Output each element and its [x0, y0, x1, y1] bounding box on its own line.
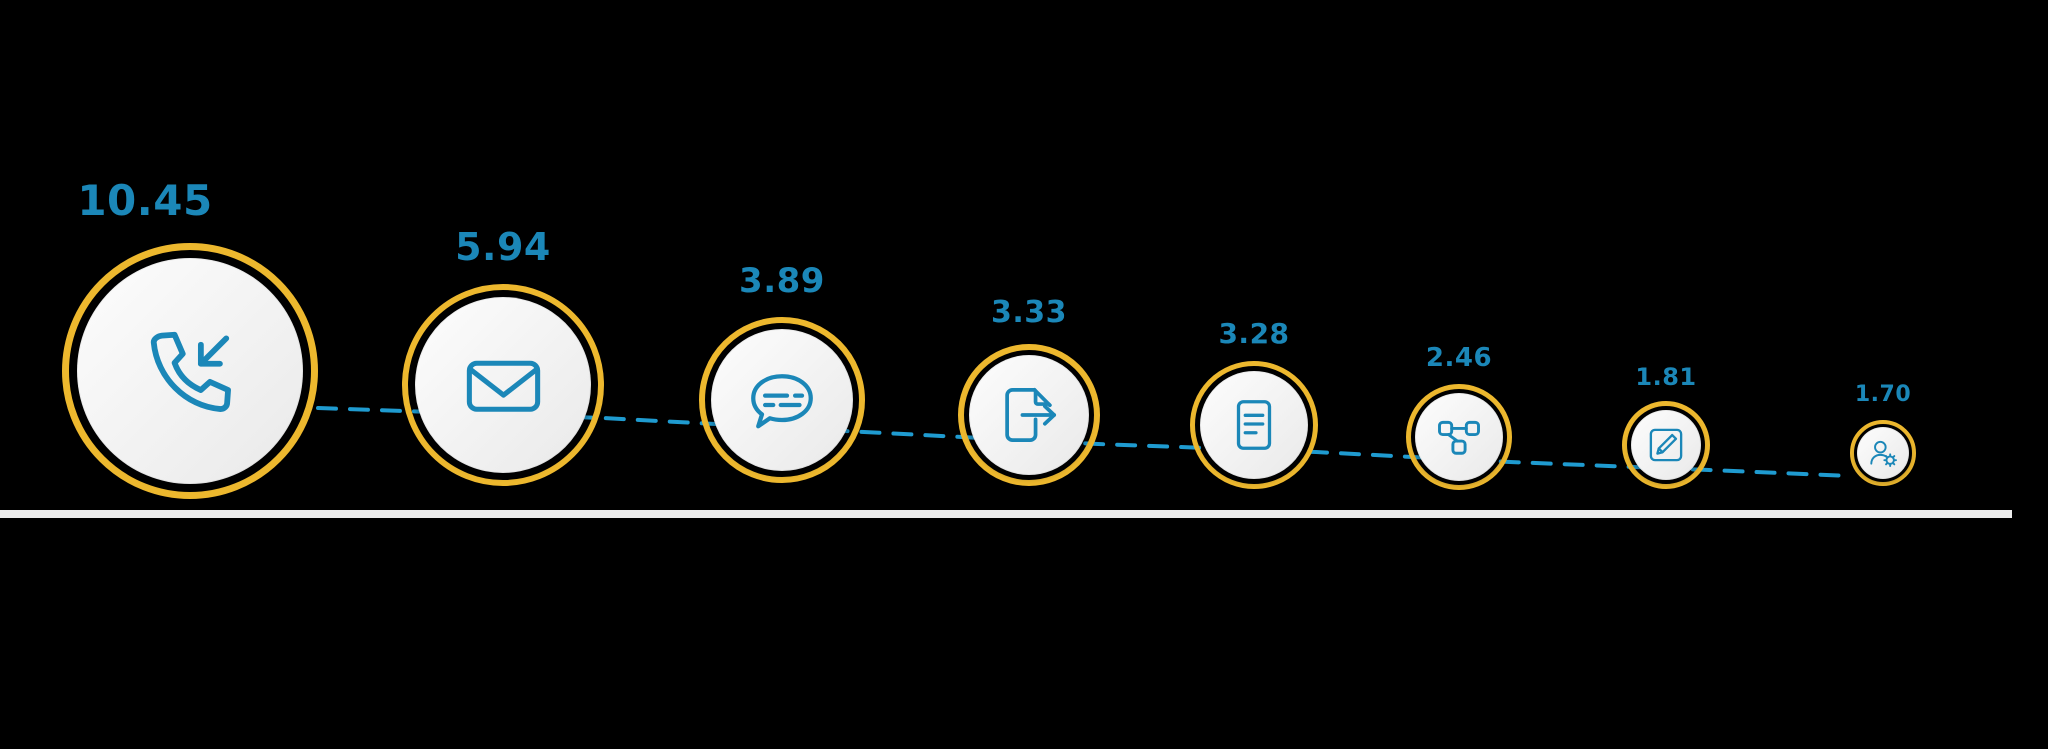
bubble-ring — [62, 243, 318, 499]
bubble-pencil-edit[interactable] — [1622, 401, 1710, 489]
bubble-ring — [699, 317, 865, 483]
bubble-chat-bubble[interactable] — [699, 317, 865, 483]
bubble-ring — [1850, 420, 1916, 486]
chat-bubble-icon — [742, 360, 822, 440]
bubble-value-label: 1.70 — [1854, 382, 1912, 407]
bubble-ring — [1406, 384, 1512, 490]
bubble-sitemap[interactable] — [1406, 384, 1512, 490]
bubble-disc — [1857, 427, 1909, 479]
document-export-icon — [994, 380, 1064, 450]
bubble-envelope[interactable] — [402, 284, 604, 486]
baseline-axis — [0, 510, 2012, 518]
bubble-value-label: 1.81 — [1635, 363, 1697, 391]
bubble-user-settings[interactable] — [1850, 420, 1916, 486]
bubble-value-label: 3.28 — [1218, 317, 1290, 350]
bubble-value-label: 5.94 — [455, 225, 551, 269]
phone-incoming-icon — [132, 313, 248, 429]
bubble-disc — [711, 329, 853, 471]
bubble-ring — [1190, 361, 1318, 489]
document-lines-icon — [1223, 394, 1285, 456]
pencil-edit-icon — [1644, 423, 1688, 467]
envelope-icon — [456, 338, 551, 433]
bubble-disc — [1415, 393, 1503, 481]
bubble-disc — [1631, 410, 1701, 480]
bubble-disc — [415, 297, 591, 473]
bubble-ring — [958, 344, 1100, 486]
bubble-ring — [402, 284, 604, 486]
bubble-disc — [969, 355, 1089, 475]
bubble-ring — [1622, 401, 1710, 489]
bubble-value-label: 2.46 — [1425, 343, 1493, 373]
bubble-value-label: 3.33 — [990, 295, 1068, 330]
bubble-document-export[interactable] — [958, 344, 1100, 486]
bubble-phone-incoming[interactable] — [62, 243, 318, 499]
bubble-value-label: 10.45 — [77, 176, 213, 225]
bubble-disc — [1200, 371, 1308, 479]
bubble-disc — [77, 258, 303, 484]
bubble-value-label: 3.89 — [739, 261, 825, 301]
user-settings-icon — [1866, 436, 1900, 470]
sitemap-icon — [1433, 411, 1485, 463]
bubble-document-lines[interactable] — [1190, 361, 1318, 489]
